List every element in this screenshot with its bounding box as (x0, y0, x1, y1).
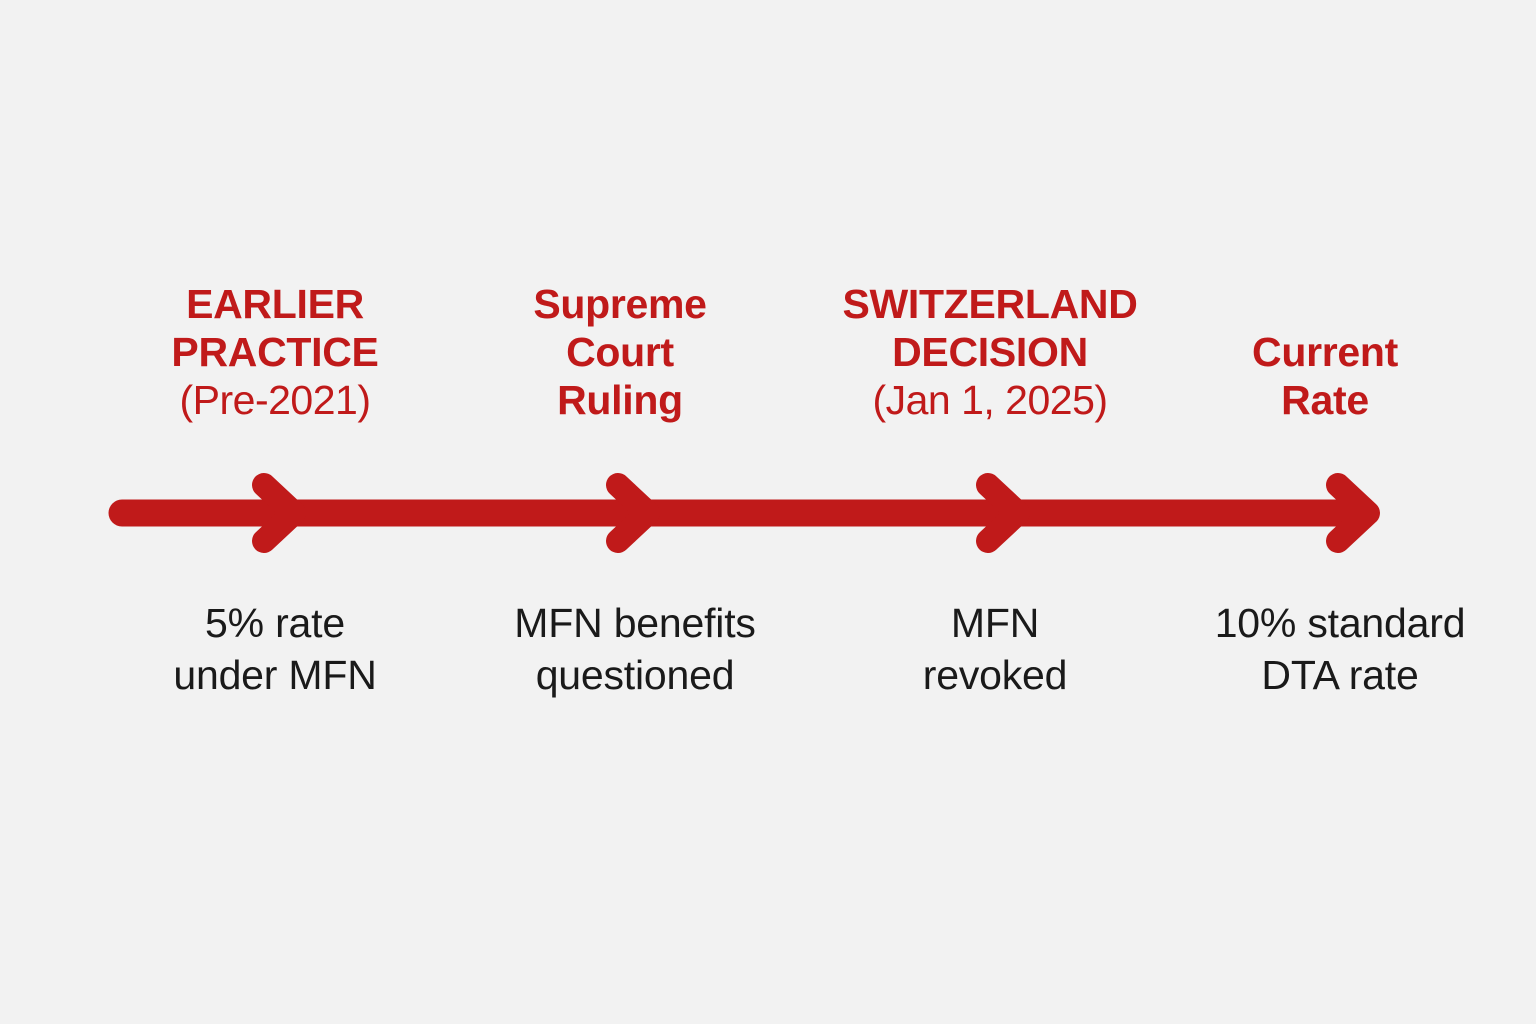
milestone-heading-supreme-court-ruling: Supreme Court Ruling (470, 281, 770, 425)
heading-line: Supreme (533, 281, 707, 328)
heading-line: SWITZERLAND (842, 281, 1138, 328)
timeline-arrow-svg (108, 473, 1380, 553)
heading-date: (Pre-2021) (179, 377, 371, 424)
milestone-caption-earlier-practice: 5% rate under MFN (95, 597, 455, 702)
caption-line: revoked (922, 652, 1068, 699)
heading-date: (Jan 1, 2025) (872, 377, 1108, 424)
caption-line: MFN (950, 600, 1040, 646)
heading-line: Current (1252, 329, 1398, 376)
arrowhead-icon (1326, 473, 1380, 553)
heading-line: PRACTICE (171, 329, 379, 376)
caption-line: MFN benefits (514, 600, 756, 646)
milestone-heading-switzerland-decision: SWITZERLAND DECISION (Jan 1, 2025) (800, 281, 1180, 425)
milestone-heading-earlier-practice: EARLIER PRACTICE (Pre-2021) (95, 281, 455, 425)
heading-line: Rate (1281, 377, 1369, 424)
caption-line: DTA rate (1261, 652, 1419, 699)
caption-line: 5% rate (205, 600, 345, 646)
caption-line: under MFN (173, 652, 377, 699)
heading-line: Ruling (557, 377, 683, 424)
milestone-caption-current-rate: 10% standard DTA rate (1160, 597, 1520, 702)
arrowhead-icon (606, 473, 660, 553)
heading-line: DECISION (892, 329, 1088, 376)
milestone-headings: EARLIER PRACTICE (Pre-2021) Supreme Cour… (0, 250, 1536, 425)
milestone-caption-supreme-court-ruling: MFN benefits questioned (450, 597, 820, 702)
arrowhead-icon (976, 473, 1030, 553)
heading-line: EARLIER (186, 281, 364, 328)
milestone-heading-current-rate: Current Rate (1180, 329, 1470, 425)
caption-line: 10% standard (1214, 600, 1466, 646)
milestone-caption-switzerland-decision: MFN revoked (830, 597, 1160, 702)
heading-line: Court (566, 329, 674, 376)
timeline-arrow (0, 455, 1536, 570)
arrowhead-icon (252, 473, 306, 553)
caption-line: questioned (535, 652, 735, 699)
